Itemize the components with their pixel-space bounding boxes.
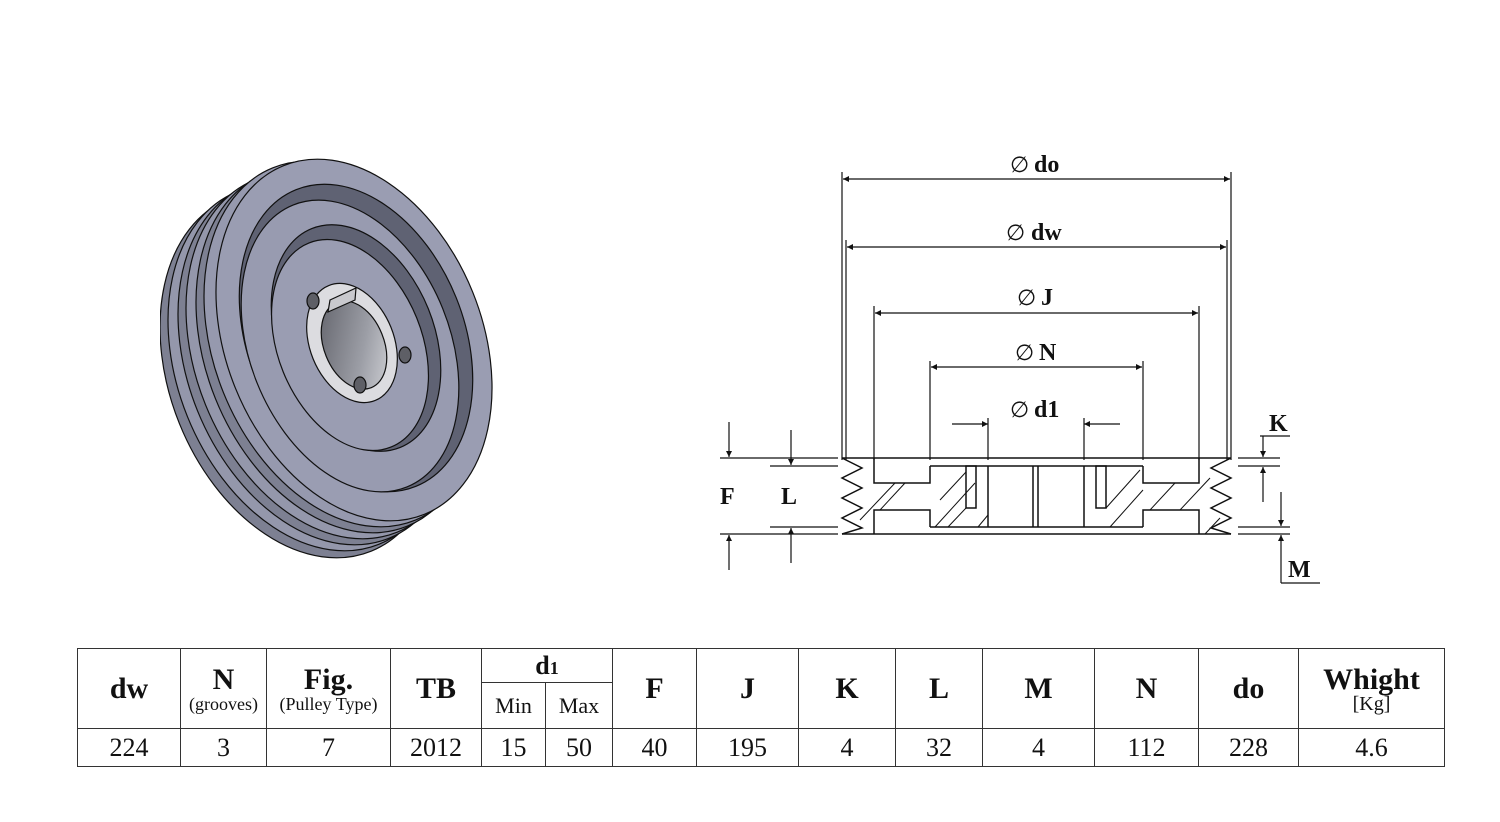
header-do: do <box>1198 648 1299 729</box>
dim-label-m: M <box>1288 557 1311 583</box>
cell-fig: 7 <box>266 728 391 767</box>
dim-label-n: N <box>1039 340 1057 366</box>
cell-l: 32 <box>895 728 983 767</box>
pulley-body <box>160 158 493 559</box>
header-j: J <box>696 648 799 729</box>
header-tb: TB <box>390 648 482 729</box>
dim-label-k: K <box>1269 411 1288 437</box>
cell-weight: 4.6 <box>1298 728 1445 767</box>
pulley-spec-table: dw N(grooves) Fig.(Pulley Type) TB d1 F … <box>77 648 1445 767</box>
diameter-symbol: ∅ <box>1006 221 1025 246</box>
dim-label-f: F <box>720 484 735 510</box>
header-d1-min: Min <box>481 682 546 729</box>
section-hatching <box>859 469 1221 535</box>
cell-do: 228 <box>1198 728 1299 767</box>
dim-label-l: L <box>781 484 797 510</box>
header-fig: Fig.(Pulley Type) <box>266 648 391 729</box>
cell-d1-min: 15 <box>481 728 546 767</box>
header-weight: Whight[Kg] <box>1298 648 1445 729</box>
diameter-symbol: ∅ <box>1015 341 1034 366</box>
dim-label-j: J <box>1041 285 1053 311</box>
cell-n: 112 <box>1094 728 1199 767</box>
header-l: L <box>895 648 983 729</box>
cell-k: 4 <box>798 728 896 767</box>
pulley-cross-section <box>840 457 1233 535</box>
cell-tb: 2012 <box>390 728 482 767</box>
header-d1-max: Max <box>545 682 613 729</box>
table-row: 224 3 7 2012 15 50 40 195 4 32 4 112 228… <box>77 728 1445 767</box>
cell-j: 195 <box>696 728 799 767</box>
header-m: M <box>982 648 1095 729</box>
header-n: N <box>1094 648 1199 729</box>
pulley-3d-render <box>160 158 493 559</box>
cell-dw: 224 <box>77 728 181 767</box>
header-f: F <box>612 648 697 729</box>
header-dw: dw <box>77 648 181 729</box>
cell-f: 40 <box>612 728 697 767</box>
diameter-symbol: ∅ <box>1010 153 1029 178</box>
header-grooves: N(grooves) <box>180 648 267 729</box>
pulley-section-drawing: ∅ do ∅ dw ∅ J ∅ N ∅ d1 F L K M <box>720 152 1320 584</box>
header-k: K <box>798 648 896 729</box>
cell-d1-max: 50 <box>545 728 613 767</box>
dim-label-d1: d1 <box>1034 397 1059 423</box>
diameter-symbol: ∅ <box>1010 398 1029 423</box>
cell-m: 4 <box>982 728 1095 767</box>
dim-label-do: do <box>1034 152 1059 178</box>
cell-grooves: 3 <box>180 728 267 767</box>
header-d1: d1 <box>481 648 613 683</box>
diameter-symbol: ∅ <box>1017 286 1036 311</box>
dim-label-dw: dw <box>1031 220 1062 246</box>
